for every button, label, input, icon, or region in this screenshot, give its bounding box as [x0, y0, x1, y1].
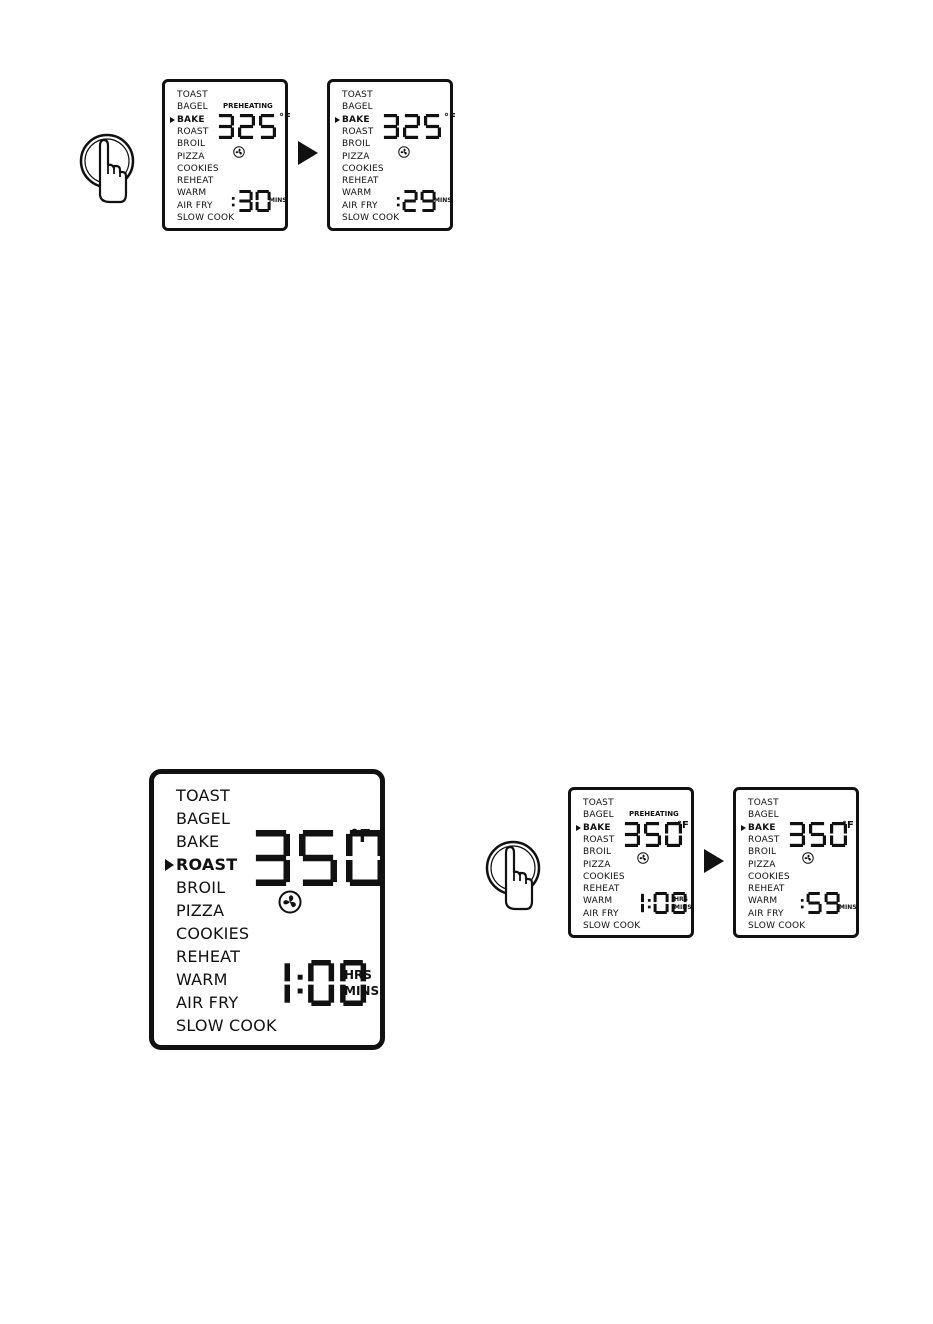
menu-item-toast: TOAST — [177, 90, 208, 100]
menu-item-slow-cook: SLOW COOK — [176, 1016, 277, 1035]
menu-item-toast: TOAST — [748, 798, 779, 808]
menu-item-reheat: REHEAT — [748, 884, 785, 895]
menu-item-warm: WARM — [583, 896, 613, 907]
menu-item-air-fry: AIR FRY — [583, 908, 619, 919]
menu-item-toast: TOAST — [342, 90, 373, 100]
preheating-label: PREHEATING — [629, 810, 679, 818]
hrs-label: HRS — [344, 968, 372, 982]
finger-press-icon — [79, 133, 135, 204]
temperature-unit: °F — [279, 112, 291, 123]
menu-item-bagel: BAGEL — [748, 810, 779, 821]
selection-pointer-icon — [165, 859, 174, 872]
menu-item-warm: WARM — [176, 970, 228, 989]
next-state-arrow-icon — [704, 849, 724, 873]
menu-item-reheat: REHEAT — [176, 947, 241, 966]
temperature-unit: °F — [350, 826, 372, 847]
menu-item-toast: TOAST — [583, 798, 614, 808]
menu-item-pizza: PIZZA — [177, 151, 205, 162]
menu-item-warm: WARM — [342, 188, 372, 199]
temperature-unit: °F — [677, 820, 689, 831]
next-state-arrow-icon — [298, 141, 318, 165]
menu-item-pizza: PIZZA — [583, 859, 611, 870]
temperature-readout — [255, 830, 384, 886]
convection-fan-icon — [233, 146, 245, 158]
menu-item-reheat: REHEAT — [342, 176, 379, 187]
menu-item-pizza: PIZZA — [342, 151, 370, 162]
temperature-readout — [218, 114, 276, 139]
menu-item-broil: BROIL — [748, 847, 777, 858]
mins-label: MINS — [674, 904, 692, 911]
menu-item-toast: TOAST — [176, 786, 230, 805]
lcd-display-roast-large: TOAST BAGEL BAKE ROAST BROIL PIZZA COOKIES REHE… — [149, 769, 385, 1050]
menu-item-warm: WARM — [748, 896, 778, 907]
menu-item-bake: BAKE — [342, 114, 370, 125]
convection-fan-icon — [278, 890, 302, 914]
menu-item-slow-cook: SLOW COOK — [177, 213, 235, 223]
convection-fan-icon — [637, 852, 649, 864]
menu-item-pizza: PIZZA — [748, 859, 776, 870]
time-readout — [800, 892, 840, 914]
menu-item-broil: BROIL — [176, 878, 226, 897]
menu-item-bake: BAKE — [748, 822, 776, 833]
menu-item-roast: ROAST — [176, 855, 238, 874]
finger-press-icon — [485, 840, 541, 911]
selection-pointer-icon — [335, 117, 340, 124]
mins-label: MINS — [839, 904, 857, 911]
temperature-readout — [383, 114, 441, 139]
menu-item-cookies: COOKIES — [342, 163, 384, 174]
temperature-unit: °F — [842, 820, 854, 831]
menu-item-broil: BROIL — [177, 139, 206, 150]
preheating-label: PREHEATING — [223, 102, 273, 110]
menu-item-roast: ROAST — [342, 126, 374, 137]
menu-item-slow-cook: SLOW COOK — [342, 213, 400, 223]
menu-item-broil: BROIL — [342, 139, 371, 150]
menu-item-bagel: BAGEL — [342, 102, 373, 113]
menu-item-bagel: BAGEL — [176, 809, 231, 828]
hrs-label: HRS — [674, 896, 688, 903]
selection-pointer-icon — [741, 825, 746, 832]
menu-item-cookies: COOKIES — [748, 871, 790, 882]
menu-item-air-fry: AIR FRY — [748, 908, 784, 919]
time-readout — [396, 190, 436, 212]
menu-item-cookies: COOKIES — [583, 871, 625, 882]
convection-fan-icon — [398, 146, 410, 158]
menu-item-air-fry: AIR FRY — [177, 200, 213, 211]
menu-item-pizza: PIZZA — [176, 901, 225, 920]
menu-item-roast: ROAST — [177, 126, 209, 137]
temperature-unit: °F — [444, 112, 456, 123]
menu-item-roast: ROAST — [748, 834, 780, 845]
mins-label: MINS — [434, 197, 452, 204]
convection-fan-icon — [802, 852, 814, 864]
menu-item-air-fry: AIR FRY — [176, 993, 239, 1012]
menu-item-bake: BAKE — [177, 114, 205, 125]
menu-item-bake: BAKE — [176, 832, 220, 851]
menu-item-bagel: BAGEL — [177, 102, 208, 113]
menu-item-air-fry: AIR FRY — [342, 200, 378, 211]
selection-pointer-icon — [170, 117, 175, 124]
menu-item-reheat: REHEAT — [177, 176, 214, 187]
menu-item-cookies: COOKIES — [177, 163, 219, 174]
menu-item-slow-cook: SLOW COOK — [748, 921, 806, 931]
menu-item-warm: WARM — [177, 188, 207, 199]
selection-pointer-icon — [576, 825, 581, 832]
temperature-readout — [789, 822, 847, 847]
mins-label: MINS — [269, 197, 287, 204]
menu-item-cookies: COOKIES — [176, 924, 250, 943]
time-readout — [284, 960, 367, 1006]
menu-item-slow-cook: SLOW COOK — [583, 921, 641, 931]
menu-item-reheat: REHEAT — [583, 884, 620, 895]
menu-item-broil: BROIL — [583, 847, 612, 858]
time-readout — [641, 892, 687, 914]
time-readout — [231, 190, 271, 212]
menu-item-roast: ROAST — [583, 834, 615, 845]
mins-label: MINS — [344, 984, 380, 998]
temperature-readout — [624, 822, 682, 847]
menu-item-bake: BAKE — [583, 822, 611, 833]
menu-item-bagel: BAGEL — [583, 810, 614, 821]
